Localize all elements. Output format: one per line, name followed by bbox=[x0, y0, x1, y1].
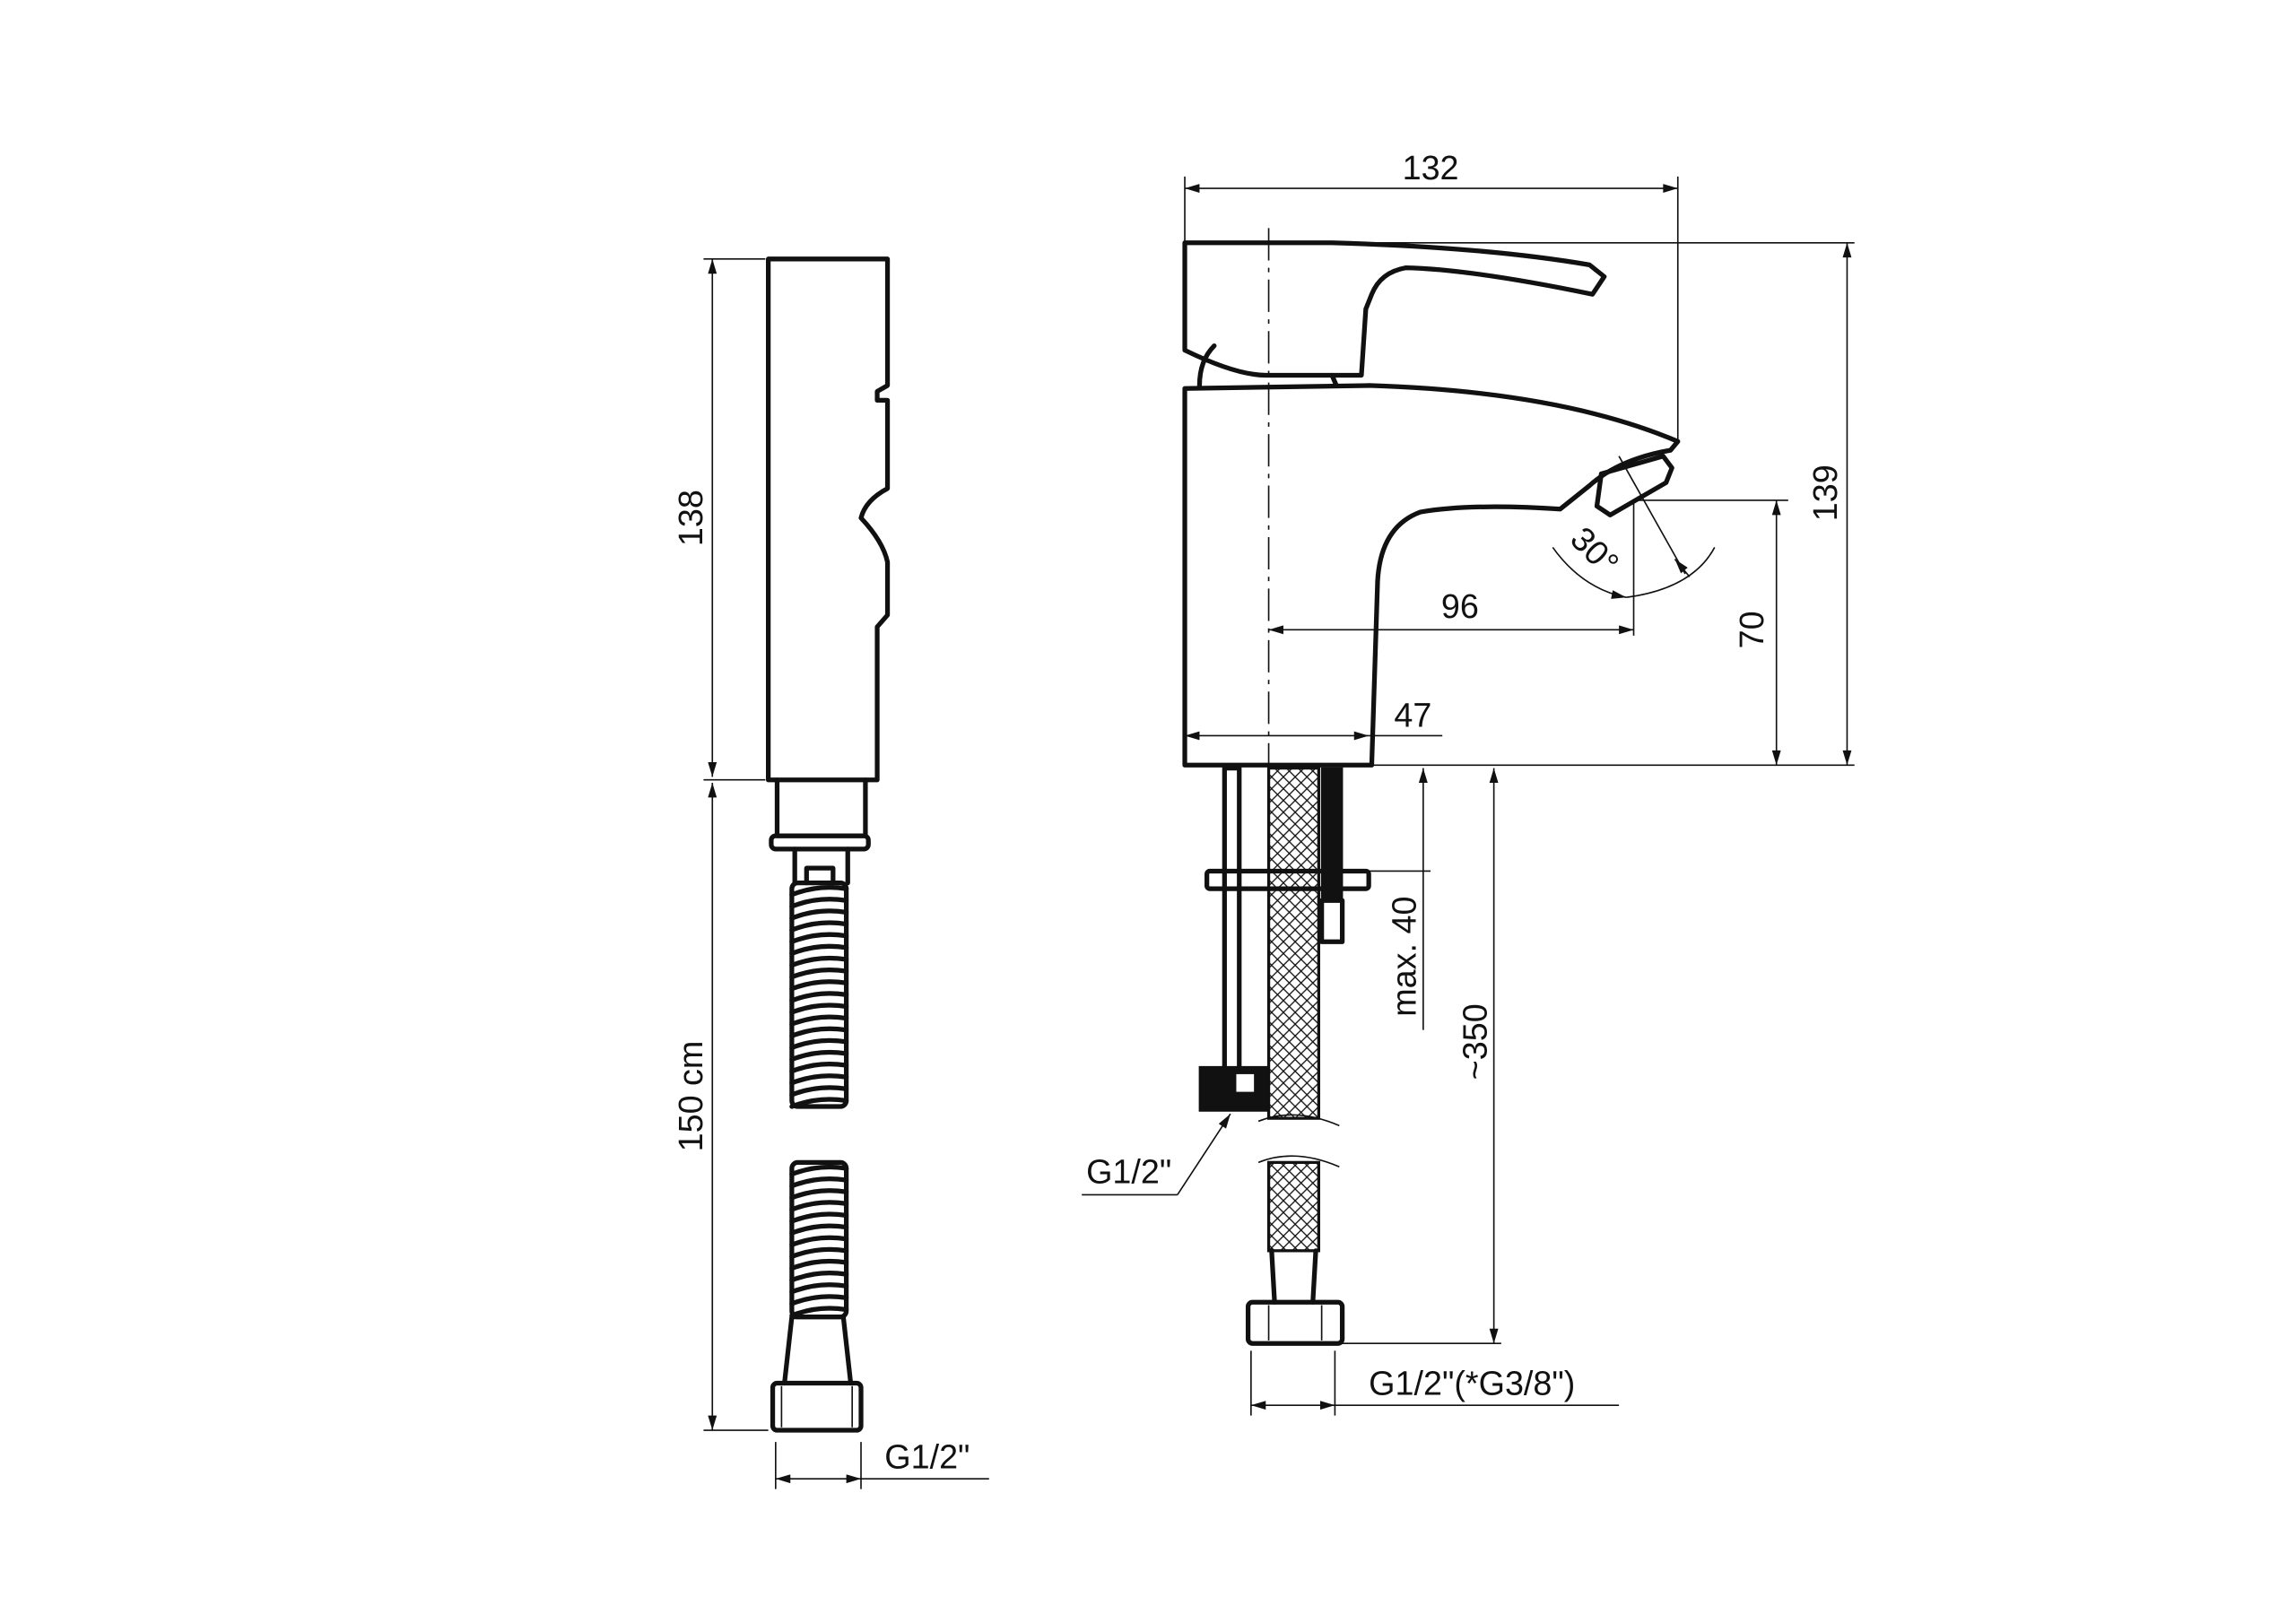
dim-47: 47 bbox=[1394, 697, 1431, 734]
hose-fitting bbox=[782, 1315, 854, 1386]
mounting-washer bbox=[1205, 868, 1371, 891]
inlet-connector bbox=[1198, 1065, 1270, 1112]
hose-nut bbox=[770, 1380, 864, 1433]
dim-139: 139 bbox=[1806, 464, 1844, 521]
dim-150cm: 150 cm bbox=[672, 1041, 709, 1152]
mounting-nut bbox=[1319, 898, 1345, 944]
hand-shower-dimensions: 138 150 cm G1/2" bbox=[672, 257, 989, 1489]
hand-shower-body bbox=[766, 256, 891, 783]
faucet-lever bbox=[1182, 240, 1607, 378]
faucet-body bbox=[1182, 383, 1681, 768]
braided-hose-upper bbox=[1266, 766, 1320, 1120]
threaded-rod bbox=[1320, 767, 1344, 902]
hand-shower-hose-lower bbox=[789, 1159, 849, 1320]
faucet bbox=[1182, 228, 1681, 1346]
faucet-aerator bbox=[1594, 454, 1674, 517]
hand-shower-neck bbox=[774, 777, 868, 838]
braided-hose-lower bbox=[1266, 1160, 1320, 1253]
dim-350: ~350 bbox=[1456, 1003, 1493, 1080]
dim-30-deg: 30° bbox=[1563, 519, 1626, 582]
hose-nut-faucet bbox=[1245, 1299, 1345, 1346]
dim-inlet-g12: G1/2" bbox=[1086, 1152, 1171, 1190]
hand-shower-ring bbox=[769, 833, 871, 852]
dim-70: 70 bbox=[1733, 611, 1770, 648]
supply-tube bbox=[1222, 765, 1242, 1072]
faucet-dimensions: 132 139 70 96 47 30° max. 40 ~350 G1/2" … bbox=[1082, 149, 1855, 1416]
dim-138: 138 bbox=[672, 490, 709, 546]
dim-132: 132 bbox=[1403, 149, 1459, 187]
dim-hose-g12-g38: G1/2"(*G3/8") bbox=[1369, 1365, 1575, 1402]
dim-max-40: max. 40 bbox=[1386, 897, 1423, 1017]
hand-shower bbox=[766, 256, 891, 1433]
hand-shower-hose-upper bbox=[789, 880, 849, 1109]
dim-hand-shower-g12: G1/2" bbox=[884, 1438, 970, 1476]
dim-96: 96 bbox=[1441, 587, 1479, 625]
